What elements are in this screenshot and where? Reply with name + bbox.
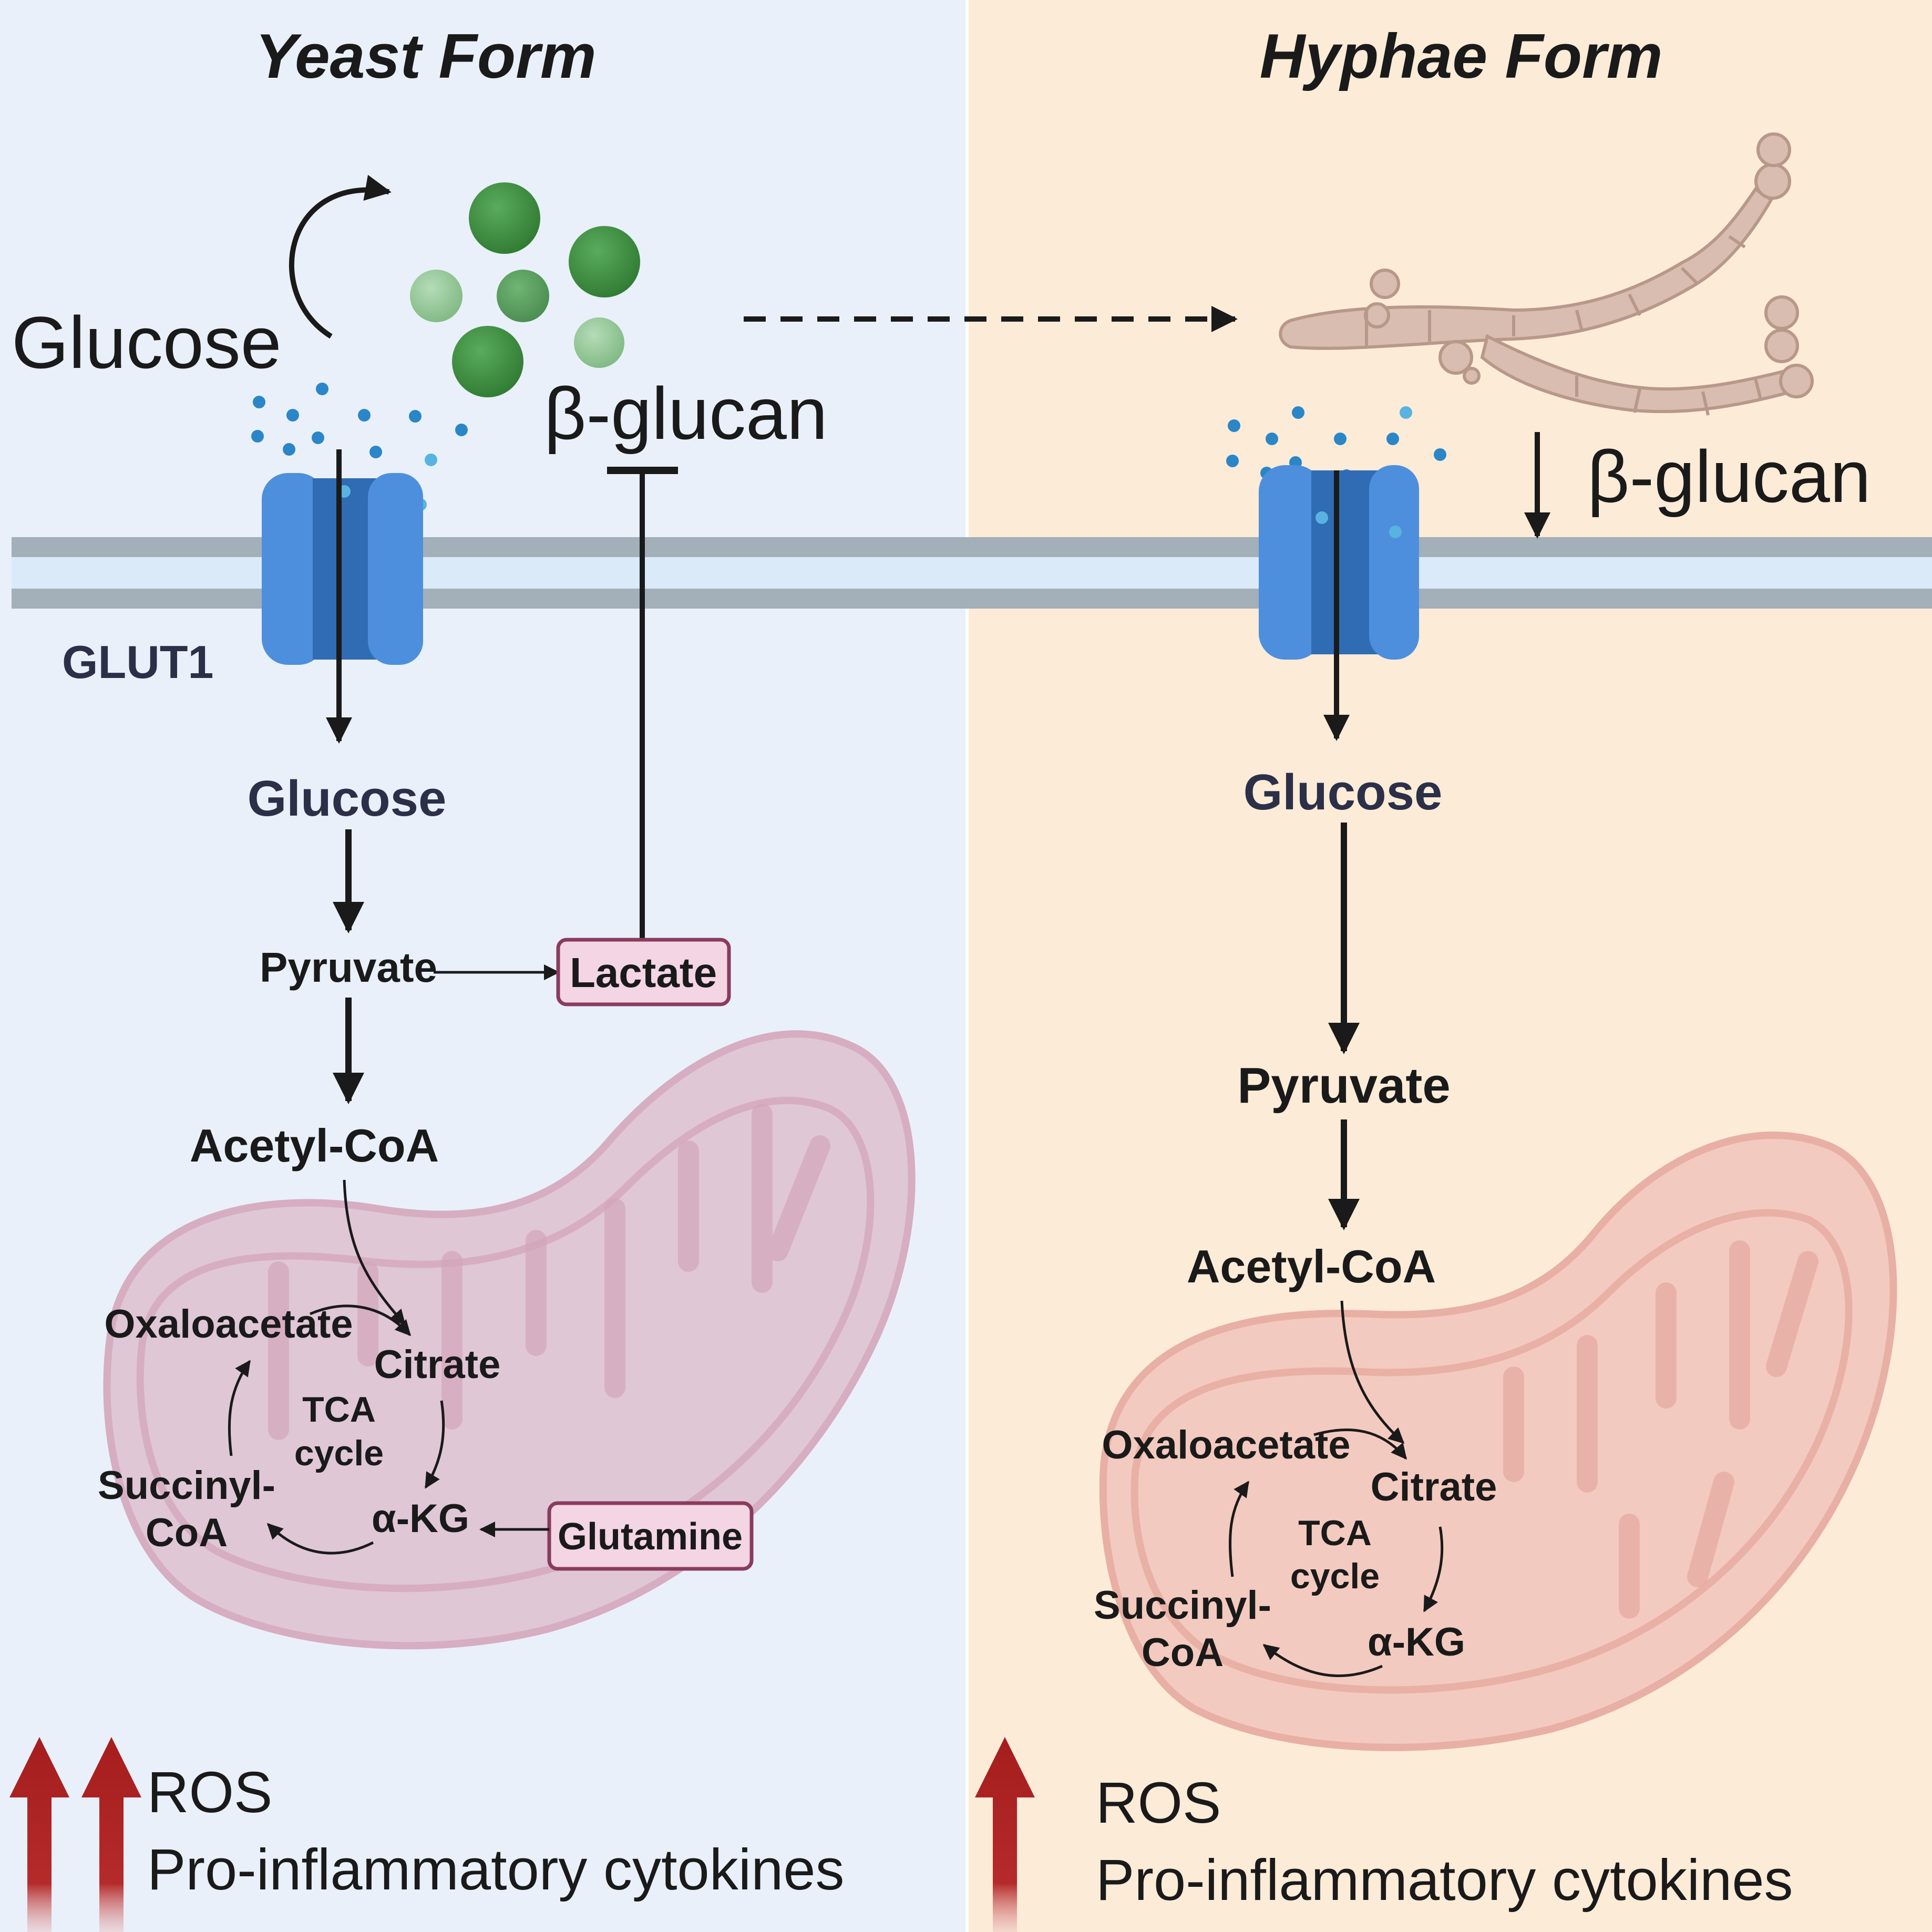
hyphae-outcome-ros: ROS [1096,1771,1221,1835]
hyphae-akg-to-succinylcoa-arrow [1262,1644,1383,1678]
hyphae-tca-center-line1: TCA [1298,1513,1372,1553]
oxaloacetate-to-citrate-arrow [310,1304,412,1337]
hyphae-succinyl-coa-line2: CoA [1142,1630,1224,1675]
glucose-molecules-icon [251,383,468,511]
hyphae-succinylcoa-to-oxaloacetate-arrow [1228,1481,1250,1577]
hyphae-acetyl-coa: Acetyl-CoA [1187,1240,1436,1292]
hyphae-intracellular-glucose: Glucose [1244,764,1443,820]
acetylcoa-to-citrate-arrow [343,1179,406,1326]
hyphae-beta-glucan-label: β-glucan [1587,435,1871,518]
yeast-panel-title: Yeast Form [255,21,596,91]
yeast-citrate: Citrate [374,1342,501,1387]
hyphae-acetylcoa-to-citrate-arrow [1340,1300,1405,1444]
yeast-tca-center-line2: cycle [294,1433,384,1473]
yeast-outcome-cytokines: Pro-inflammatory cytokines [147,1837,845,1902]
lactate-box [556,938,731,1006]
hyphae-icon [1279,132,1814,416]
glutamine-box [547,1501,754,1571]
glut1-label: GLUT1 [62,636,213,688]
hyphae-succinyl-coa-line1: Succinyl- [1094,1583,1271,1628]
hyphae-citrate: Citrate [1371,1465,1497,1509]
hyphae-panel-title: Hyphae Form [1260,21,1663,91]
hyphae-tca-center-line2: cycle [1290,1556,1380,1596]
hyphae-mitochondrion-icon [1099,1132,1897,1751]
succinylcoa-to-oxaloacetate-arrow [228,1360,251,1456]
yeast-beta-glucan-label: β-glucan [544,372,828,455]
lactate-inhibits-glucan [607,467,678,941]
citrate-to-akg-arrow [424,1400,445,1489]
hyphae-oxaloacetate: Oxaloacetate [1102,1423,1350,1467]
yeast-tca-center-line1: TCA [302,1390,376,1430]
yeast-acetyl-coa: Acetyl-CoA [190,1119,439,1171]
yeast-glutamine: Glutamine [558,1516,743,1558]
hyphae-transporter-icon [1259,465,1419,660]
beta-glucan-particles-icon [410,182,640,397]
glut1-transporter-icon [262,473,423,665]
yeast-succinyl-coa-line2: CoA [146,1510,228,1555]
hyphae-akg: α-KG [1368,1620,1465,1664]
yeast-pyruvate: Pyruvate [260,944,437,991]
hyphae-up-arrow-icon [975,1737,1035,1932]
yeast-succinyl-coa-line1: Succinyl- [98,1463,275,1508]
yeast-outcome-ros: ROS [147,1760,272,1825]
yeast-akg: α-KG [372,1496,469,1541]
hyphae-pyruvate: Pyruvate [1237,1057,1451,1114]
up-arrow-icon [9,1737,141,1932]
hyphae-outcome-cytokines: Pro-inflammatory cytokines [1096,1848,1793,1913]
hyphae-citrate-to-akg-arrow [1423,1526,1444,1612]
yeast-intracellular-glucose: Glucose [248,770,447,827]
akg-to-succinylcoa-arrow [266,1523,374,1555]
yeast-outside-glucose-label: Glucose [12,301,282,384]
hyphae-oxaloacetate-to-citrate-arrow [1313,1429,1407,1460]
yeast-lactate: Lactate [570,949,717,996]
glucose-to-glucan-curved-arrow [289,174,392,339]
yeast-oxaloacetate: Oxaloacetate [104,1302,353,1347]
mitochondrion-icon [103,1030,916,1650]
